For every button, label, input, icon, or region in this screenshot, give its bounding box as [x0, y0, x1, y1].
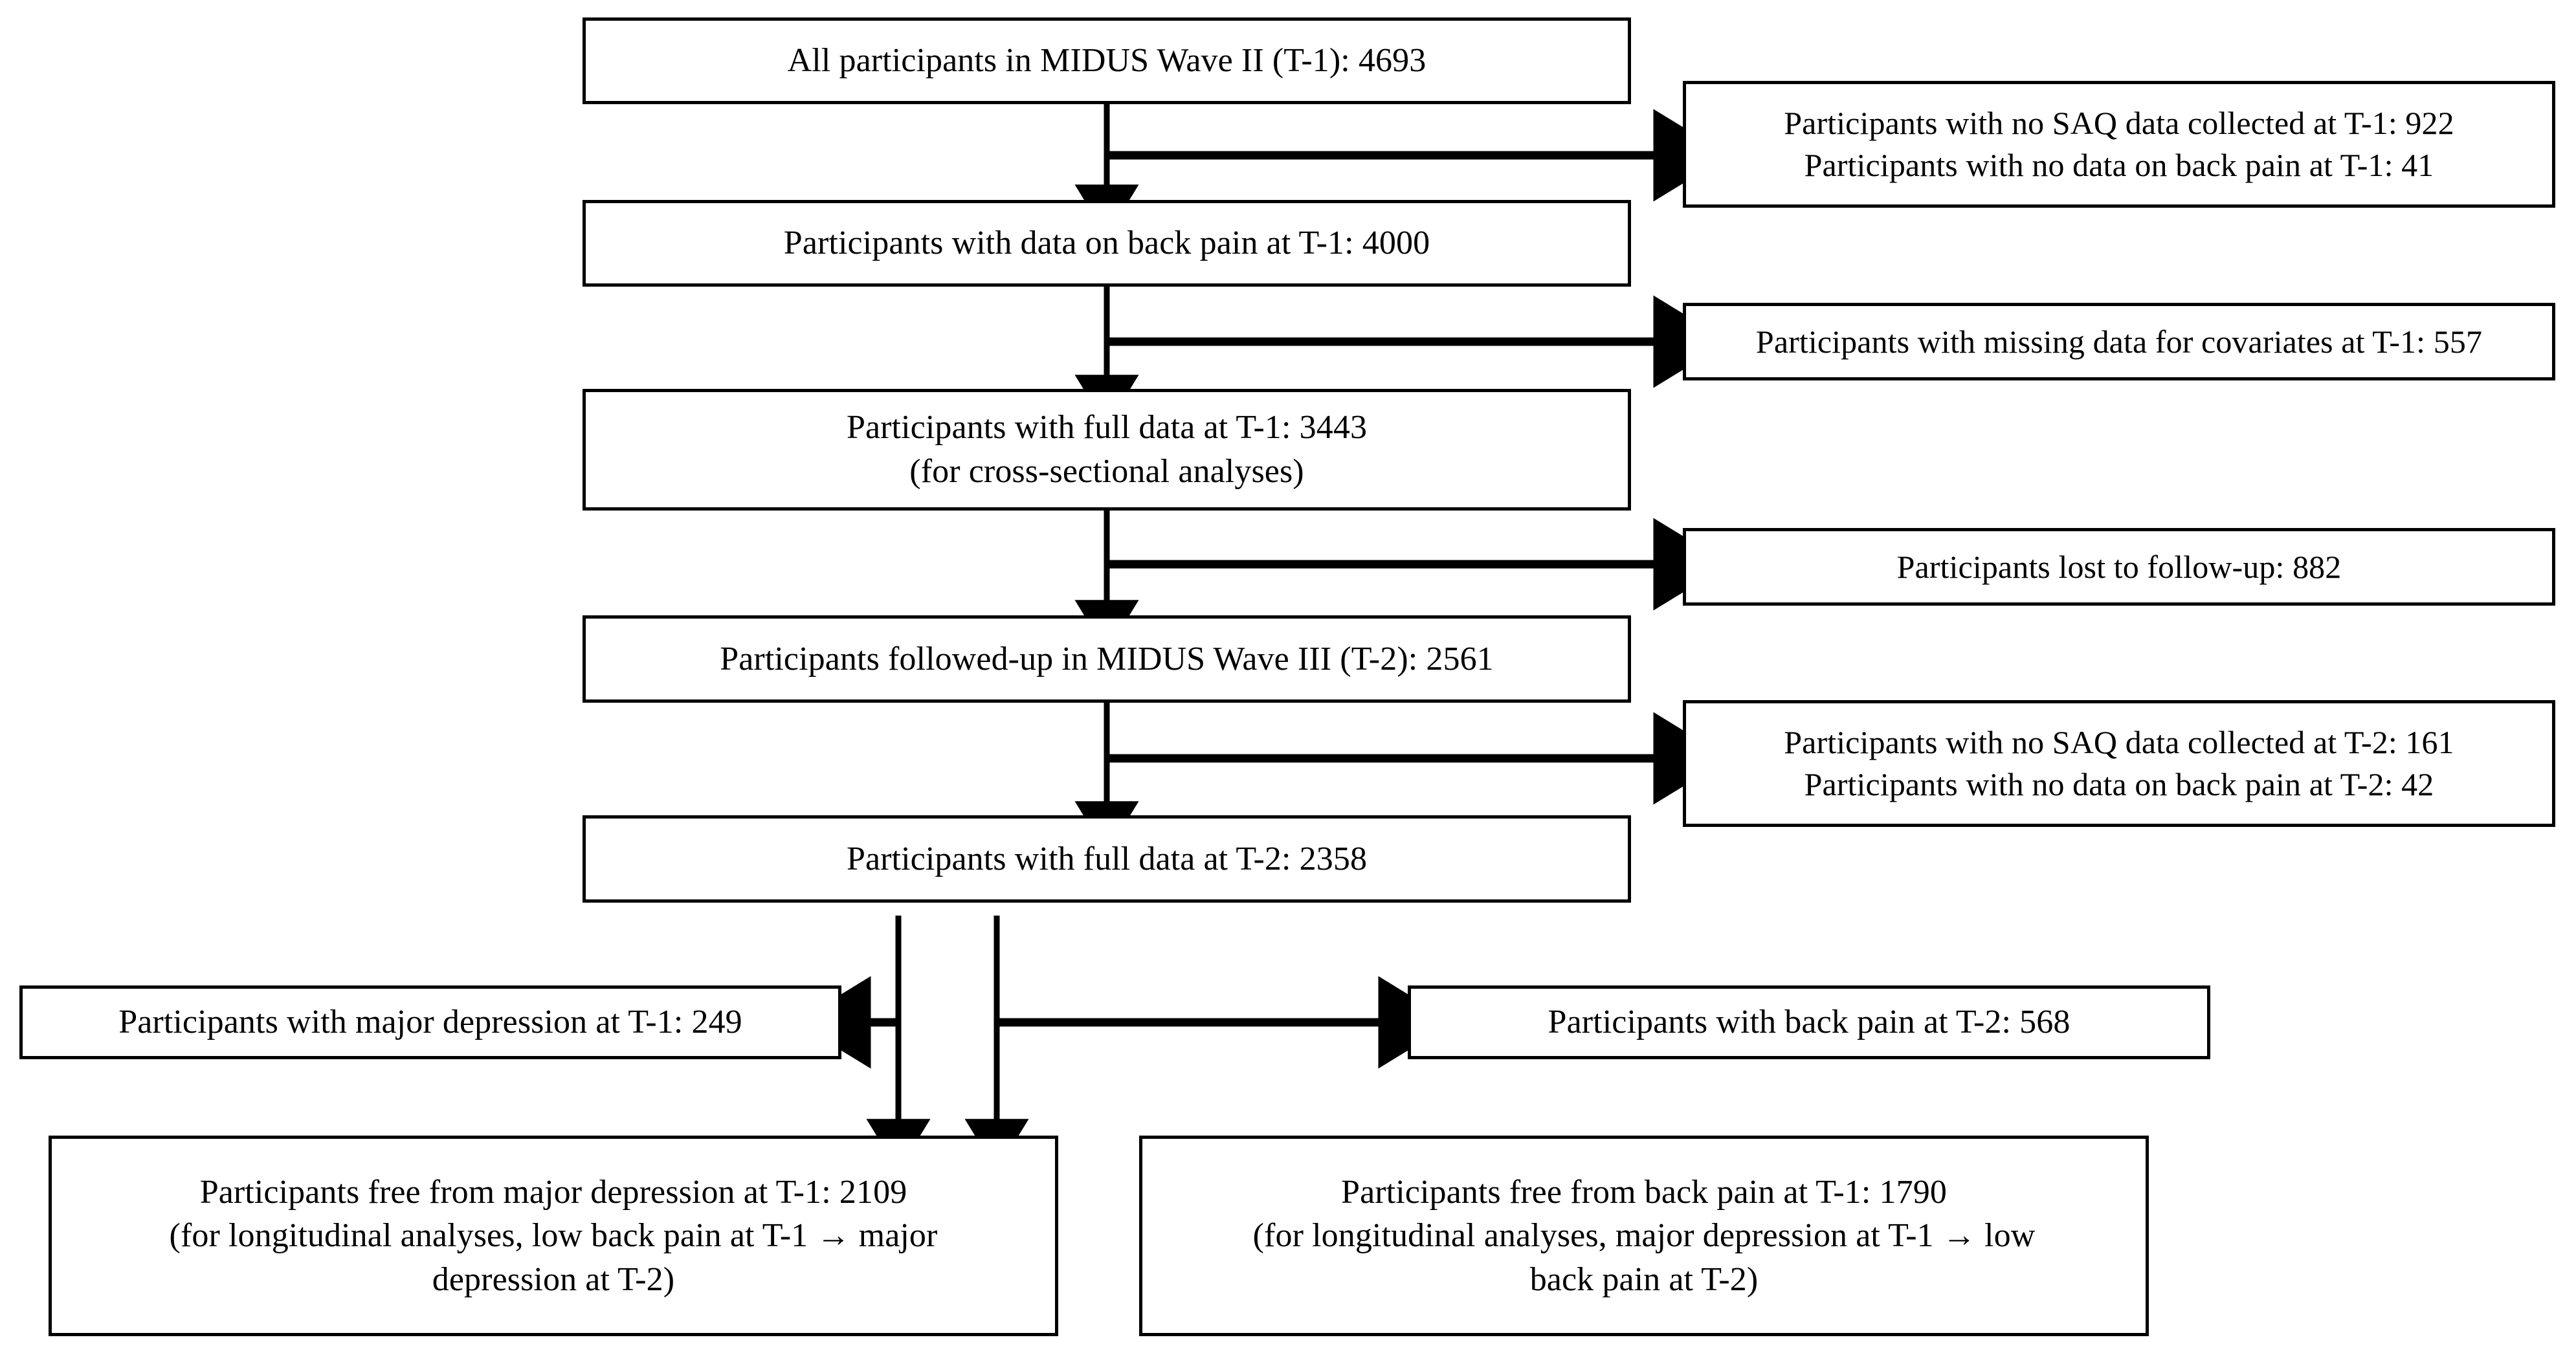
node-exclusion-saq-t2: Participants with no SAQ data collected …: [1683, 700, 2555, 827]
node-exclusion-covariates-t1: Participants with missing data for covar…: [1683, 303, 2555, 380]
node-free-major-depression-t1-label: Participants free from major depression …: [169, 1173, 938, 1298]
node-major-depression-t1-label: Participants with major depression at T-…: [118, 1004, 742, 1041]
node-full-data-t1: Participants with full data at T-1: 3443…: [583, 389, 1631, 511]
node-backpain-data-t1-label: Participants with data on back pain at T…: [783, 225, 1430, 262]
node-exclusion-saq-t1-label: Participants with no SAQ data collected …: [1784, 105, 2454, 183]
node-all-participants-wave2-label: All participants in MIDUS Wave II (T-1):…: [787, 42, 1427, 80]
node-all-participants-wave2: All participants in MIDUS Wave II (T-1):…: [583, 17, 1631, 104]
node-exclusion-covariates-t1-label: Participants with missing data for covar…: [1755, 323, 2483, 360]
node-wave3-followup-label: Participants followed-up in MIDUS Wave I…: [720, 640, 1494, 677]
node-major-depression-t1: Participants with major depression at T-…: [19, 985, 841, 1059]
node-backpain-t2-label: Participants with back pain at T-2: 568: [1548, 1004, 2071, 1041]
node-full-data-t1-label: Participants with full data at T-1: 3443…: [846, 409, 1368, 490]
node-full-data-t2: Participants with full data at T-2: 2358: [583, 815, 1631, 903]
node-full-data-t2-label: Participants with full data at T-2: 2358: [846, 840, 1368, 877]
node-backpain-t2: Participants with back pain at T-2: 568: [1408, 985, 2210, 1059]
node-exclusion-lost-followup-label: Participants lost to follow-up: 882: [1896, 548, 2342, 585]
node-exclusion-saq-t2-label: Participants with no SAQ data collected …: [1784, 724, 2454, 802]
node-free-backpain-t1: Participants free from back pain at T-1:…: [1139, 1136, 2149, 1336]
node-free-backpain-t1-label: Participants free from back pain at T-1:…: [1252, 1173, 2036, 1298]
node-backpain-data-t1: Participants with data on back pain at T…: [583, 200, 1631, 287]
node-wave3-followup: Participants followed-up in MIDUS Wave I…: [583, 615, 1631, 703]
node-exclusion-lost-followup: Participants lost to follow-up: 882: [1683, 528, 2555, 606]
node-exclusion-saq-t1: Participants with no SAQ data collected …: [1683, 81, 2555, 208]
node-free-major-depression-t1: Participants free from major depression …: [49, 1136, 1058, 1336]
